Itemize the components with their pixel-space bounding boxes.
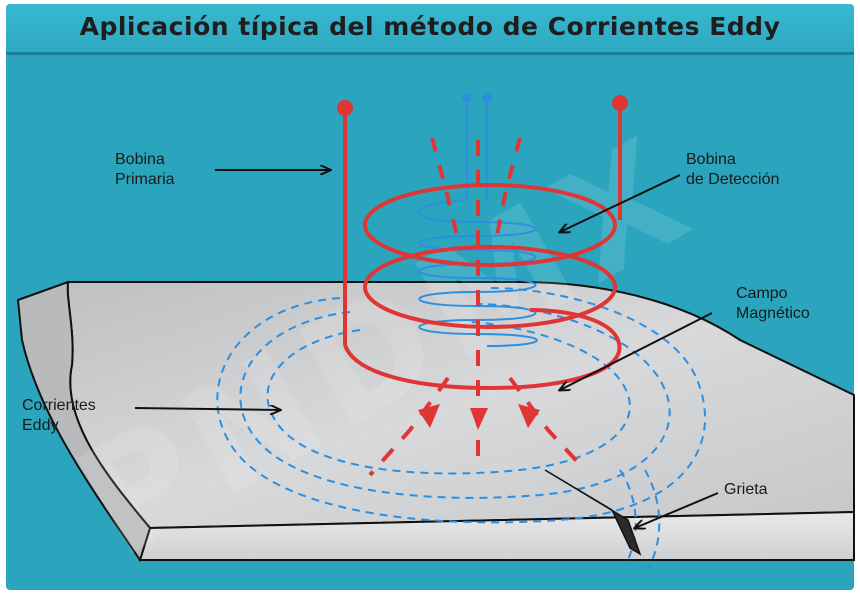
eddy-loop-4	[619, 469, 637, 566]
label-grieta: Grieta	[724, 481, 768, 498]
label-campo-magnetico: Campo Magnético	[736, 285, 810, 322]
field-arrowhead-center	[470, 408, 488, 430]
label-corrientes-eddy: Corrientes Eddy	[22, 397, 96, 434]
detection-coil-terminal-left	[462, 93, 472, 103]
eddy-loop-2	[239, 303, 671, 499]
primary-coil	[337, 95, 628, 391]
eddy-current-loops	[216, 287, 706, 569]
magnetic-field-lines	[368, 137, 587, 477]
field-arrowhead-left	[418, 404, 440, 428]
label-bobina-primaria: Bobina Primaria	[115, 151, 175, 188]
eddy-loop-1	[266, 321, 631, 475]
field-arrowhead-right	[518, 404, 540, 428]
arrow-bobina-deteccion	[560, 174, 681, 232]
detection-coil-terminal-right	[482, 93, 492, 103]
primary-coil-turn-1	[363, 183, 617, 267]
field-line-lower-right	[508, 376, 587, 472]
arrow-grieta	[635, 492, 719, 528]
primary-coil-terminal-left	[337, 100, 353, 116]
page-title: Aplicación típica del método de Corrient…	[79, 12, 781, 41]
field-line-upper-right	[494, 137, 522, 241]
primary-coil-terminal-right	[612, 95, 628, 111]
crack	[544, 469, 642, 556]
plate-left-edge	[16, 280, 152, 563]
arrow-campo-magnetico	[560, 312, 713, 390]
leader-arrows	[134, 170, 719, 528]
label-bobina-deteccion: Bobina de Detección	[686, 151, 780, 188]
eddy-loop-3	[216, 287, 706, 524]
field-line-upper-left	[430, 137, 460, 241]
arrow-corrientes-eddy	[134, 408, 280, 410]
primary-coil-turn-2	[363, 245, 617, 329]
primary-coil-turn-3	[343, 308, 622, 391]
title-banner: Aplicación típica del método de Corrient…	[6, 4, 854, 55]
field-line-lower-left	[368, 376, 450, 477]
